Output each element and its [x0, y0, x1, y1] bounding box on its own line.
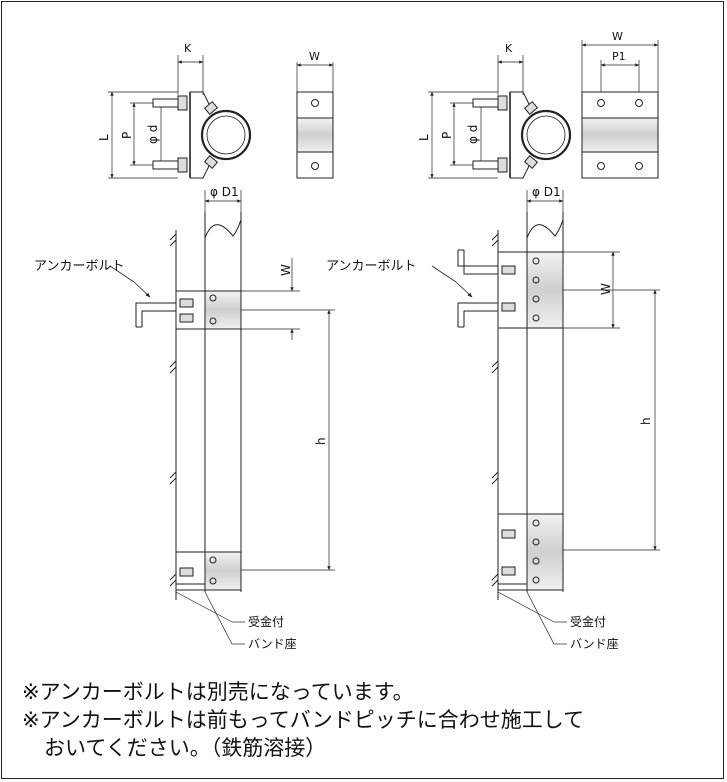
right-band-front-view	[581, 40, 659, 179]
note-line-1: ※アンカーボルトは別売になっています。	[22, 680, 414, 704]
right-h-label: h	[639, 417, 653, 425]
left-d-label: φ d	[146, 125, 160, 144]
left-k-label: K	[184, 42, 192, 55]
left-anchor-bolt-label: アンカーボルト	[34, 259, 124, 274]
right-l-label: L	[417, 134, 431, 141]
right-w-top-label: W	[612, 30, 623, 43]
right-k-label: K	[505, 42, 513, 55]
right-band-front-labels: W P1	[612, 30, 626, 63]
right-w-band-label: W	[599, 283, 613, 295]
right-band-seat-label: バンド座	[570, 636, 619, 651]
left-support-label: 受金付	[248, 614, 284, 629]
left-elevation	[109, 190, 335, 645]
note-line-3: おいてください。（鉄筋溶接）	[44, 736, 327, 760]
left-band-seat-label: バンド座	[248, 636, 297, 651]
right-p-label: P	[440, 132, 454, 139]
right-band-side-view	[428, 55, 572, 179]
left-h-label: h	[314, 437, 328, 445]
note-line-2: ※アンカーボルトは前もってバンドピッチに合わせ施工して	[22, 708, 585, 732]
left-w-band-label: W	[279, 264, 293, 276]
right-anchor-bolt-label: アンカーボルト	[326, 259, 416, 274]
right-elevation-labels: φ D1 アンカーボルト W h 受金付 バンド座	[326, 185, 653, 651]
left-band-front-view	[296, 62, 334, 179]
right-support-label: 受金付	[570, 614, 606, 629]
left-elevation-labels: φ D1 アンカーボルト W h 受金付 バンド座	[34, 185, 328, 651]
right-elevation	[431, 190, 660, 645]
left-w-top-label: W	[309, 50, 320, 63]
left-l-label: L	[97, 134, 111, 141]
right-d-label: φ d	[466, 125, 480, 144]
left-band-side-labels: K L P φ d	[97, 42, 192, 144]
right-p1-label: P1	[612, 50, 626, 63]
left-band-side-view	[108, 55, 252, 179]
right-d1-label: φ D1	[532, 185, 561, 199]
left-d1-label: φ D1	[210, 185, 239, 199]
right-band-side-labels: K L P φ d	[417, 42, 513, 144]
left-p-label: P	[120, 132, 134, 139]
